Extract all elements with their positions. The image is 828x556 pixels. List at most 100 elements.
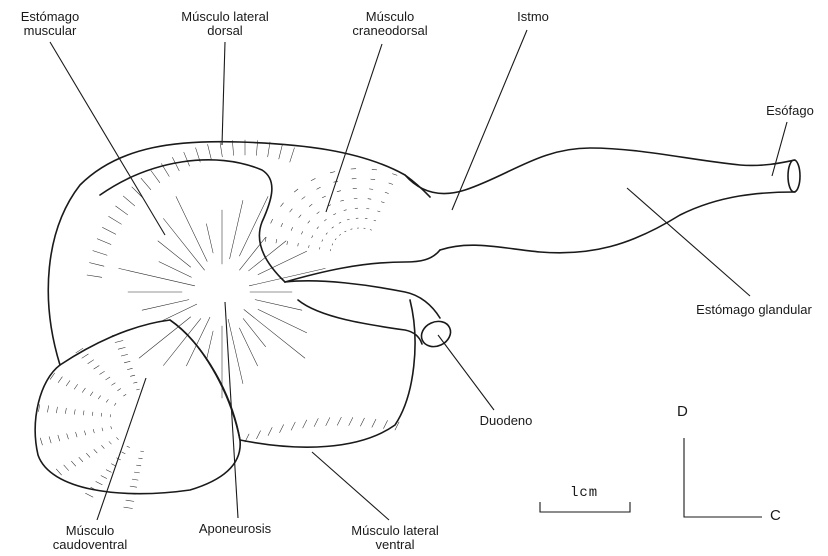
label-musculo-caudoventral-line2: caudoventral [40,538,140,552]
aponeurosis-ray [230,200,243,259]
leader-caudoventral [97,378,146,520]
label-duodeno-text: Duodeno [466,414,546,428]
hatch-stroke-craneodorsal [334,214,336,215]
hatch-stroke-dorsal [123,196,134,206]
label-musculo-craneodorsal-line2: craneodorsal [335,24,445,38]
hatch-stroke-craneodorsal [326,233,327,235]
hatch-stroke-caudoventral [67,434,69,439]
hatch-stroke-craneodorsal [309,245,310,247]
hatch-stroke-caudoventral [65,408,66,413]
label-musculo-craneodorsal: Músculo craneodorsal [335,10,445,38]
hatch-stroke-craneodorsal [378,211,380,212]
label-duodeno: Duodeno [466,414,546,428]
hatch-stroke-caudoventral [136,465,141,466]
hatch-stroke-caudoventral [132,479,138,480]
hatch-stroke-caudoventral [118,389,121,391]
aponeurosis-ray [249,241,287,271]
hatch-stroke-craneodorsal [385,192,388,193]
hatch-stroke-craneodorsal [322,240,323,242]
hatch-stroke-caudoventral [114,403,116,405]
hatch-stroke-caudoventral [98,396,100,399]
hatch-stroke-caudoventral [102,445,105,448]
hatch-stroke-lateral-ventral [337,417,341,425]
aponeurosis-ray [239,197,268,257]
hatch-stroke-craneodorsal [309,204,312,206]
hatch-stroke-craneodorsal [344,210,347,211]
leader-lateral-ventral [312,452,389,520]
hatch-stroke-craneodorsal [339,222,341,223]
hatch-stroke-caudoventral [66,381,70,386]
label-esofago-text: Esófago [760,104,820,118]
hatch-stroke-caudoventral [130,486,137,487]
label-musculo-caudoventral: Músculo caudoventral [40,524,140,552]
label-estomago-muscular: Estómago muscular [6,10,94,38]
hatch-stroke-caudoventral [82,354,88,358]
hatch-stroke-caudoventral [130,375,134,376]
label-musculo-lateral-ventral: Músculo lateral ventral [330,524,460,552]
hatch-stroke-dorsal [232,141,233,156]
hatch-stroke-caudoventral [127,446,130,447]
hatch-stroke-caudoventral [124,361,130,363]
hatch-stroke-caudoventral [133,382,137,383]
hatch-stroke-caudoventral [124,394,127,396]
label-musculo-lateral-dorsal-line2: dorsal [160,24,290,38]
hatch-stroke-caudoventral [101,413,102,416]
isthmus-lower-edge [440,192,795,253]
hatch-stroke-craneodorsal [287,241,288,244]
hatch-stroke-craneodorsal [298,243,299,246]
hatch-stroke-caudoventral [82,388,85,392]
hatch-stroke-dorsal [109,216,122,224]
hatch-stroke-craneodorsal [393,174,398,176]
hatch-stroke-lateral-ventral [314,419,318,427]
hatch-stroke-caudoventral [83,411,84,415]
aponeurosis-ray [239,328,257,366]
hatch-stroke-caudoventral [58,377,62,383]
aponeurosis-ray [119,268,195,285]
leader-lateral-dorsal [222,42,225,145]
hatch-stroke-dorsal [290,148,295,162]
hatch-stroke-caudoventral [86,493,94,497]
aponeurosis-ray [176,197,207,262]
leader-istmo [452,30,527,210]
hatch-stroke-craneodorsal [308,221,310,223]
hatch-stroke-caudoventral [74,410,75,415]
hatch-stroke-caudoventral [106,470,111,473]
hatch-stroke-craneodorsal [311,179,315,181]
hatch-stroke-lateral-ventral [384,421,388,429]
orientation-caudal-letter: C [770,508,781,524]
hatch-stroke-caudoventral [92,412,93,416]
hatch-stroke-craneodorsal [330,172,335,173]
caudoventral-muscle-hatching [39,334,144,509]
leader-estomago-glandular [627,188,750,296]
label-estomago-muscular-line1: Estómago [6,10,94,24]
hatch-stroke-dorsal [102,227,115,234]
hatch-stroke-craneodorsal [389,183,393,184]
orientation-dorsal-letter: D [677,404,688,420]
hatch-stroke-caudoventral [48,406,49,413]
label-musculo-lateral-ventral-line1: Músculo lateral [330,524,460,538]
aponeurosis-ray [258,251,307,274]
hatch-stroke-craneodorsal [374,220,376,221]
aponeurosis-ray [158,241,191,267]
hatch-stroke-caudoventral [56,469,61,475]
scale-bar-label: lcm [570,485,598,501]
hatch-stroke-craneodorsal [335,239,336,240]
hatch-stroke-craneodorsal [301,232,302,235]
duodenum-opening [417,317,454,351]
label-musculo-lateral-ventral-line2: ventral [330,538,460,552]
hatch-stroke-lateral-ventral [360,418,364,426]
aponeurosis-ray [142,300,189,311]
hatch-stroke-craneodorsal [368,199,371,200]
hatch-stroke-caudoventral [101,476,107,479]
hatch-stroke-dorsal [279,144,283,159]
label-istmo: Istmo [508,10,558,24]
hatch-stroke-craneodorsal [370,230,371,231]
aponeurosis-ray [258,309,307,332]
scale-bar [540,502,630,512]
hatch-stroke-dorsal [141,178,151,189]
hatch-stroke-craneodorsal [322,196,325,198]
aponeurosis-ray [228,319,243,383]
label-estomago-glandular-text: Estómago glandular [688,303,820,317]
hatch-stroke-dorsal [116,206,128,215]
